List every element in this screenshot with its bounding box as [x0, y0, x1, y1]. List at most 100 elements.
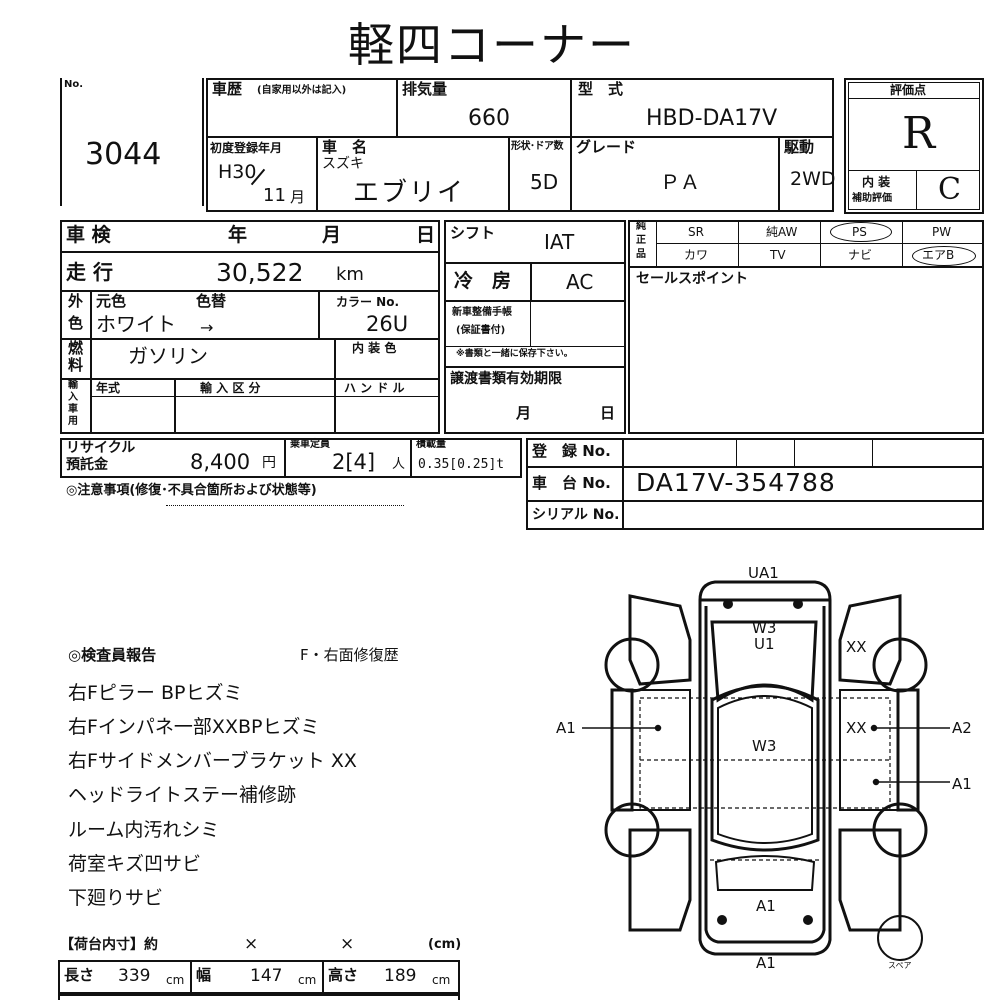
- damage-roof: W3: [752, 737, 777, 755]
- page-title: 軽四コーナー: [348, 18, 636, 72]
- report-side-note: F・右面修復歴: [300, 646, 399, 664]
- report-line: 荷室キズ凹サビ: [68, 853, 202, 875]
- damage-rear: A1: [756, 897, 776, 915]
- import-label-2: 入: [68, 392, 78, 403]
- mileage-unit: km: [336, 264, 364, 285]
- inspection-month: 月: [322, 224, 342, 246]
- report-line: 右Fピラー BPヒズミ: [68, 682, 243, 704]
- damage-right-rear: A1: [952, 775, 972, 793]
- cargo-x1: ×: [244, 934, 259, 954]
- doors-label: 形状･ドア数: [511, 141, 564, 152]
- cargo-width-label: 幅: [196, 966, 212, 984]
- equipment-ps: PS: [852, 225, 867, 239]
- equipment-navi: ナビ: [848, 248, 873, 262]
- spec-grid-mid: [444, 220, 626, 434]
- equipment-sr: SR: [688, 225, 704, 239]
- report-line: 右Fインパネ一部XXBPヒズミ: [68, 716, 320, 738]
- capacity-label: 乗車定員: [290, 439, 330, 450]
- equipment-label-1: 純: [636, 221, 646, 232]
- damage-right-mid: XX: [846, 719, 867, 737]
- cargo-unit: (cm): [428, 937, 462, 952]
- equipment-label-3: 品: [636, 249, 646, 260]
- spare-label: スペア: [888, 961, 912, 970]
- cargo-width-cm: cm: [298, 973, 317, 987]
- equipment-aw: 純AW: [766, 225, 798, 239]
- inspection-day: 日: [416, 224, 436, 246]
- color-label-1: 外: [68, 292, 84, 310]
- drive-value: 2WD: [790, 168, 836, 190]
- report-line: ルーム内汚れシミ: [68, 819, 220, 841]
- recycle-label-1: リサイクル: [66, 440, 136, 456]
- service-book-label-2: (保証書付): [456, 325, 506, 336]
- equipment-box: [628, 220, 984, 434]
- recycle-value: 8,400: [190, 450, 251, 474]
- damage-hood-2: U1: [754, 635, 775, 653]
- original-color-label: 元色: [96, 292, 127, 310]
- load-label: 積載量: [416, 439, 446, 450]
- recycle-unit: 円: [262, 455, 276, 471]
- fuel-label-2: 料: [68, 356, 84, 374]
- equipment-leather: カワ: [684, 248, 709, 262]
- damage-hood-1: W3: [752, 619, 777, 637]
- service-book-label-1: 新車整備手帳: [452, 307, 512, 318]
- cargo-height-label: 高さ: [328, 966, 359, 984]
- equipment-pw: PW: [932, 225, 952, 239]
- first-reg-year: H30: [218, 161, 257, 183]
- registration-box: [526, 438, 984, 530]
- lot-number: 3044: [85, 137, 162, 172]
- chassis-label: 車 台 No.: [532, 474, 611, 492]
- cargo-box: [58, 960, 460, 994]
- model-value: HBD-DA17V: [646, 106, 778, 131]
- service-book-note: ※書類と一緒に保存下さい。: [456, 349, 573, 359]
- capacity-value: 2[4]: [332, 450, 376, 474]
- equipment-ps-circle: [830, 222, 892, 242]
- cargo-length-cm: cm: [166, 973, 185, 987]
- car-name: エブリイ: [353, 178, 466, 208]
- displacement-value: 660: [468, 106, 510, 131]
- caution-label: ◎注意事項(修復･不具合箇所および状態等): [66, 483, 317, 498]
- transfer-docs-label: 譲渡書類有効期限: [450, 371, 562, 387]
- transfer-docs-day: 日: [600, 404, 616, 422]
- import-year-label: 年式: [96, 381, 121, 395]
- model-label: 型 式: [578, 80, 624, 98]
- load-value: 0.35[0.25]t: [418, 457, 505, 472]
- displacement-label: 排気量: [402, 80, 448, 98]
- cargo-label: 【荷台内寸】約: [60, 937, 158, 953]
- import-label-3: 車: [68, 404, 78, 415]
- spec-grid-left: [60, 220, 440, 434]
- import-label-4: 用: [68, 416, 78, 427]
- interior-color-label: 内 装 色: [352, 341, 397, 355]
- damage-left-side: A1: [556, 719, 576, 737]
- interior-label-2: 補助評価: [852, 193, 892, 204]
- car-maker: スズキ: [322, 156, 364, 172]
- rating-value: R: [902, 108, 936, 159]
- damage-front: UA1: [748, 564, 779, 582]
- fuel-value: ガソリン: [128, 344, 208, 368]
- fuel-label-1: 燃: [68, 339, 84, 357]
- cargo-height: 189: [384, 966, 417, 986]
- cargo-x2: ×: [340, 934, 355, 954]
- serial-label: シリアル No.: [532, 507, 620, 523]
- doors-value: 5D: [530, 170, 559, 194]
- first-reg-month: 11: [263, 185, 286, 206]
- registration-label: 登 録 No.: [532, 442, 611, 460]
- cargo-length: 339: [118, 966, 151, 986]
- import-label-1: 輸: [68, 380, 78, 391]
- interior-label-1: 内 装: [862, 175, 891, 189]
- sales-point-label: セールスポイント: [636, 271, 748, 287]
- first-reg-month-unit: 月: [290, 188, 306, 206]
- color-code-label: カラー No.: [336, 295, 400, 309]
- recycle-box: [60, 438, 522, 478]
- equipment-label-2: 正: [636, 235, 646, 246]
- color-change-label: 色替: [196, 292, 227, 310]
- car-name-label: 車 名: [322, 138, 368, 156]
- color-code: 26U: [366, 312, 409, 336]
- import-handle-label: ハ ン ド ル: [344, 381, 405, 395]
- color-arrow: →: [200, 318, 214, 337]
- grade-value: ＰＡ: [660, 170, 700, 194]
- cargo-width: 147: [250, 966, 283, 986]
- header-grid: [206, 78, 834, 212]
- recycle-label-2: 預託金: [66, 457, 108, 473]
- color-label-2: 色: [68, 314, 84, 332]
- equipment-airbag-circle: [912, 246, 976, 266]
